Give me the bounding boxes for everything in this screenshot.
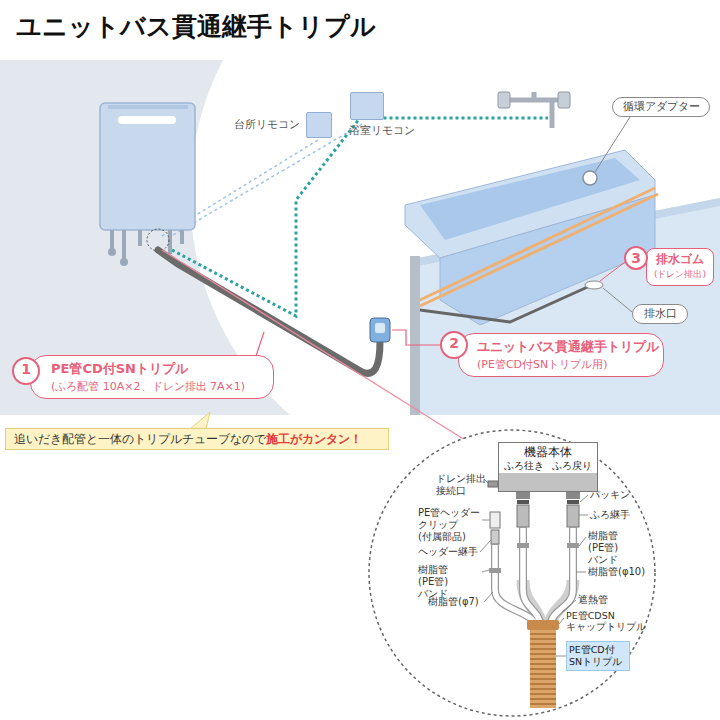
port-label: ふろ戻り — [552, 460, 592, 471]
faucet-knob — [498, 92, 510, 108]
faucet — [505, 92, 563, 128]
part-label: PE管ヘッダー クリップ (付属部品) — [418, 507, 480, 543]
callout-sub: (ふろ配管 10A×2、ドレン排出 7A×1) — [51, 380, 245, 393]
remote-label: 浴室リモコン — [349, 124, 415, 137]
note-pointer — [190, 412, 210, 429]
header-joint — [491, 530, 499, 544]
cd-tube — [530, 630, 556, 708]
callout-sub: (PE管CD付SNトリプル用) — [477, 358, 608, 371]
callout-number-text: 2 — [442, 335, 466, 352]
remote-box: 台所リモコン — [306, 112, 332, 138]
part-label: 遮熱管 — [578, 594, 608, 606]
header-clip — [490, 512, 500, 528]
part-label: 樹脂管(PE管) バンド — [418, 564, 448, 600]
part-label: 樹脂管(PE管) バンド — [588, 530, 618, 566]
unit-body-box: 機器本体ふろ往きふろ戻り — [498, 442, 598, 492]
water-heater — [100, 103, 195, 230]
heater-fitting — [108, 248, 116, 256]
detail-leader — [162, 250, 465, 440]
pipe-band — [517, 543, 529, 548]
part-tag-text: 循環アダプター — [613, 100, 709, 113]
tube-cap — [527, 620, 559, 630]
wall-section — [410, 256, 420, 415]
faucet-knob — [558, 92, 570, 108]
highlight-box: PE管CD付 SNトリプル — [566, 641, 630, 671]
note-emphasis: 施工がカンタン！ — [266, 431, 362, 448]
part-label: パッキン — [590, 489, 630, 501]
drain-outlet — [585, 281, 603, 289]
highlight-text: PE管CD付 SNトリプル — [569, 644, 622, 668]
callout-box: ユニットバス貫通継手トリプル (PE管CD付SNトリプル用) — [458, 333, 664, 377]
callout-box: PE管CD付SNトリプル (ふろ配管 10A×2、ドレン排出 7A×1) — [30, 355, 274, 399]
wall-joint-face — [375, 323, 385, 333]
detail-circle — [369, 430, 655, 716]
outlet-nut — [516, 492, 530, 499]
remote-label: 台所リモコン — [234, 118, 300, 131]
callout-number: 2 — [440, 331, 468, 359]
callout-box: 排水ゴム (ドレン排出) — [646, 248, 714, 286]
leader-line — [595, 117, 630, 172]
leader-line — [256, 332, 264, 356]
bath-joint — [517, 505, 529, 527]
part-label: ドレン排出 接続口 — [436, 473, 486, 497]
bath-joint — [567, 505, 579, 527]
part-tag: 排水口 — [632, 304, 688, 324]
note-box: 追いだき配管と一体のトリプルチューブなので施工がカンタン！ — [5, 428, 389, 450]
part-tag: 循環アダプター — [612, 97, 710, 117]
outlet-nut — [566, 492, 580, 499]
packing — [517, 500, 529, 504]
callout-number: 1 — [12, 357, 40, 385]
pipe-band — [567, 543, 579, 548]
drain-pipe — [420, 285, 592, 322]
note-text: 追いだき配管と一体のトリプルチューブなので — [14, 431, 266, 448]
circulation-adapter — [583, 171, 597, 185]
title: ユニットバス貫通継手トリプル — [16, 12, 376, 42]
orange-pipes — [420, 188, 658, 306]
heater-fitting — [120, 258, 128, 266]
wall-joint — [370, 318, 390, 342]
part-label: 樹脂管(φ7) — [428, 596, 479, 608]
remote-box: 浴室リモコン — [350, 92, 384, 120]
packing — [567, 500, 579, 504]
leader-line — [392, 330, 440, 345]
callout-heading: ユニットバス貫通継手トリプル — [477, 339, 659, 355]
leader-line — [600, 262, 625, 281]
callout-sub: (ドレン排出) — [647, 269, 713, 280]
callout-number-text: 1 — [14, 361, 38, 378]
pipe-band — [489, 568, 501, 573]
unit-body-title: 機器本体 — [499, 445, 597, 459]
callout-number: 3 — [624, 246, 648, 270]
part-label: 樹脂管(φ10) — [588, 566, 645, 578]
part-tag-text: 排水口 — [633, 307, 687, 320]
pipe-outline — [495, 527, 573, 626]
drain-port — [488, 481, 498, 487]
leader-line — [603, 288, 632, 312]
callout-heading: PE管CD付SNトリプル — [51, 361, 188, 377]
resin-pipe — [495, 528, 573, 626]
part-label: PE管CDSN キャップトリプル — [566, 610, 646, 633]
port-label: ふろ往き — [504, 460, 544, 471]
part-label: ヘッダー継手 — [418, 546, 478, 558]
heater-slot — [118, 116, 176, 124]
callout-heading: 排水ゴム — [647, 252, 713, 266]
heater-top — [108, 105, 188, 109]
part-label: ふろ継手 — [590, 509, 630, 521]
callout-number-text: 3 — [626, 250, 646, 267]
